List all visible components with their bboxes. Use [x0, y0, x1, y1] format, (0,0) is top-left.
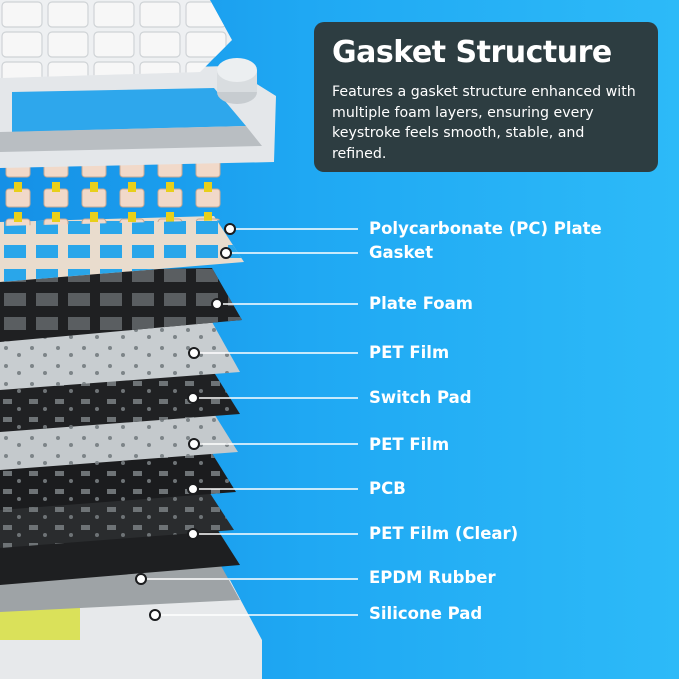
pet-film-layer-1	[0, 322, 240, 390]
layer-label-epdm-rubber: EPDM Rubber	[369, 568, 496, 587]
layer-label-silicone-pad: Silicone Pad	[369, 604, 483, 623]
leader-lines	[141, 228, 358, 616]
info-card: Gasket Structure Features a gasket struc…	[314, 22, 658, 172]
layer-label-pet-film-2: PET Film	[369, 435, 450, 454]
layer-label-pcb: PCB	[369, 479, 406, 498]
volume-knob-icon	[217, 58, 257, 104]
layer-label-pet-film-1: PET Film	[369, 343, 450, 362]
layer-label-switch-pad: Switch Pad	[369, 388, 472, 407]
info-card-title: Gasket Structure	[332, 35, 612, 70]
keyboard-frame	[0, 66, 276, 168]
layer-label-gasket: Gasket	[369, 243, 434, 262]
pc-plate-layer	[0, 216, 244, 282]
leader-dots	[135, 223, 236, 621]
plate-foam-layer	[0, 268, 242, 342]
layer-label-pc-plate: Polycarbonate (PC) Plate	[369, 219, 602, 238]
info-card-description: Features a gasket structure enhanced wit…	[332, 84, 636, 162]
switches-layer	[0, 148, 232, 226]
layer-label-plate-foam: Plate Foam	[369, 294, 473, 313]
keycaps-layer	[0, 0, 232, 78]
layer-label-pet-film-clear: PET Film (Clear)	[369, 524, 519, 543]
